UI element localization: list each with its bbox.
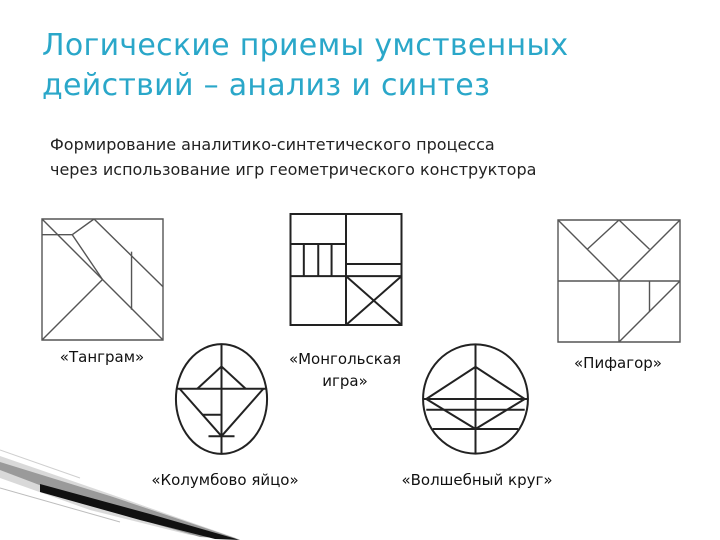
- slide-title: Логические приемы умственных действий – …: [42, 26, 702, 106]
- pythagoras-label: «Пифагор»: [574, 354, 662, 372]
- title-line-2: действий – анализ и синтез: [42, 68, 491, 103]
- mongolian-game-label: «Монгольская игра»: [270, 348, 420, 392]
- columbus-egg-label: «Колумбово яйцо»: [151, 471, 299, 489]
- subtitle-line-2: через использование игр геометрического …: [50, 160, 537, 179]
- subtitle-line-1: Формирование аналитико-синтетического пр…: [50, 135, 495, 154]
- mongolian-game-icon: [289, 214, 403, 325]
- mongolian-label-line-2: игра»: [322, 372, 368, 390]
- tangram-label: «Танграм»: [59, 348, 145, 366]
- magic-circle-icon: [422, 343, 529, 455]
- tangram-icon: [42, 219, 163, 340]
- decorative-swoosh: [0, 449, 240, 540]
- slide-subtitle: Формирование аналитико-синтетического пр…: [50, 132, 536, 182]
- magic-circle-label: «Волшебный круг»: [401, 471, 553, 489]
- title-line-1: Логические приемы умственных: [42, 28, 569, 63]
- pythagoras-icon: [558, 220, 680, 342]
- mongolian-label-line-1: «Монгольская: [288, 350, 402, 368]
- columbus-egg-icon: [175, 343, 268, 455]
